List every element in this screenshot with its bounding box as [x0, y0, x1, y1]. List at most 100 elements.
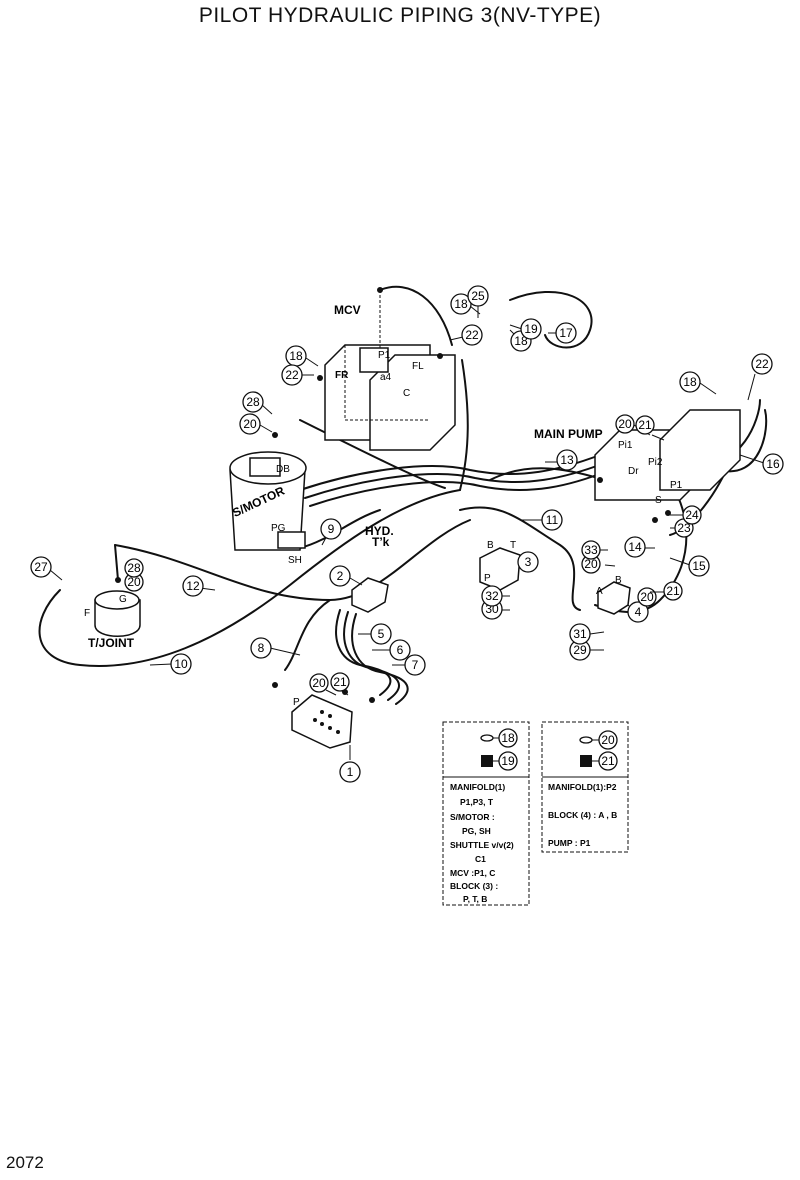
port-dr: Dr — [628, 466, 639, 477]
port-b3: B — [487, 540, 494, 551]
port-sh: SH — [288, 555, 302, 566]
svg-text:25: 25 — [471, 289, 485, 303]
legend-right: 20 21 MANIFOLD(1):P2 BLOCK (4) : A , B P… — [541, 721, 629, 853]
svg-text:20: 20 — [640, 590, 654, 604]
legend-left: 18 19 MANIFOLD(1) P1,P3, T S/MOTOR : PG,… — [442, 721, 530, 906]
svg-text:18: 18 — [514, 334, 528, 348]
port-p3: P — [484, 573, 491, 584]
callout-18d: 18 — [679, 371, 717, 395]
svg-text:24: 24 — [685, 508, 699, 522]
legend-left-line-5: SHUTTLE v/v(2) — [450, 840, 514, 850]
svg-text:20: 20 — [127, 575, 141, 589]
svg-text:14: 14 — [628, 540, 642, 554]
svg-text:13: 13 — [560, 453, 574, 467]
svg-text:2: 2 — [337, 569, 344, 583]
legend-left-line-4: PG, SH — [462, 826, 491, 836]
svg-text:18: 18 — [289, 349, 303, 363]
port-g: G — [119, 594, 127, 605]
svg-text:21: 21 — [666, 584, 680, 598]
svg-text:15: 15 — [692, 559, 706, 573]
legend-right-line-1: MANIFOLD(1):P2 — [548, 782, 617, 792]
port-a4: a4 — [380, 372, 392, 383]
svg-text:28: 28 — [246, 395, 260, 409]
legend-left-line-3: S/MOTOR : — [450, 812, 495, 822]
callout-33: 33 — [581, 540, 608, 560]
svg-text:20: 20 — [618, 417, 632, 431]
port-f: F — [84, 608, 90, 619]
callout-1: 1 — [339, 745, 361, 783]
callout-22a: 22 — [449, 324, 483, 346]
legend-left-line-1: MANIFOLD(1) — [450, 782, 505, 792]
svg-text:29: 29 — [573, 643, 587, 657]
port-s: S — [655, 495, 662, 506]
port-pi2: Pi2 — [648, 457, 663, 468]
callout-24: 24 — [670, 505, 702, 525]
mcv-valve — [317, 287, 456, 451]
port-fl: FL — [412, 361, 424, 372]
callout-18c: 18 — [285, 345, 319, 367]
svg-text:31: 31 — [573, 627, 587, 641]
legend-right-item-1: 20 — [601, 733, 615, 747]
manifold-block — [272, 682, 375, 749]
port-db: DB — [276, 464, 290, 475]
svg-text:27: 27 — [34, 560, 48, 574]
hyd-tank-label: HYD. — [365, 524, 394, 538]
svg-text:11: 11 — [546, 513, 559, 527]
turning-joint — [94, 577, 141, 637]
svg-text:22: 22 — [285, 368, 299, 382]
port-c: C — [403, 388, 410, 399]
callout-22b: 22 — [281, 364, 314, 386]
callout-25: 25 — [467, 285, 489, 318]
legend-right-item-2: 21 — [601, 754, 615, 768]
callout-28b: 28 — [124, 558, 144, 578]
block-4 — [597, 581, 631, 615]
svg-text:20: 20 — [243, 417, 257, 431]
legend-right-line-3: PUMP : P1 — [548, 838, 591, 848]
port-a4-block: A — [596, 586, 603, 597]
port-fr: FR — [335, 370, 349, 381]
svg-text:22: 22 — [465, 328, 479, 342]
legend-right-line-2: BLOCK (4) : A , B — [548, 810, 617, 820]
callout-18a: 18 — [450, 293, 481, 315]
callout-31: 31 — [569, 623, 605, 645]
callout-28a: 28 — [242, 391, 273, 415]
swing-motor — [229, 432, 307, 551]
port-b4-block: B — [615, 575, 622, 586]
legend-left-line-7: MCV :P1, C — [450, 868, 495, 878]
callout-17: 17 — [548, 322, 577, 344]
svg-text:18: 18 — [683, 375, 697, 389]
port-p1-mcv: P1 — [378, 350, 391, 361]
shuttle-valve-block — [351, 577, 389, 613]
svg-text:16: 16 — [766, 457, 780, 471]
callout-21b: 21 — [635, 415, 665, 441]
svg-text:17: 17 — [559, 326, 573, 340]
svg-text:7: 7 — [412, 658, 419, 672]
page-title: PILOT HYDRAULIC PIPING 3(NV-TYPE) — [198, 4, 602, 27]
callout-3: 3 — [517, 551, 539, 573]
legend-left-item-1: 18 — [501, 731, 515, 745]
callout-15: 15 — [669, 555, 710, 577]
callout-32: 32 — [481, 585, 510, 607]
legend-left-line-6: C1 — [475, 854, 486, 864]
main-pump — [594, 409, 741, 523]
callout-11: 11 — [520, 509, 563, 531]
callout-8: 8 — [250, 637, 301, 659]
callout-7: 7 — [392, 654, 426, 676]
svg-text:6: 6 — [397, 643, 404, 657]
main-pump-label: MAIN PUMP — [534, 427, 603, 441]
svg-text:3: 3 — [525, 555, 532, 569]
svg-text:19: 19 — [524, 322, 538, 336]
legend-left-line-8: BLOCK (3) : — [450, 881, 498, 891]
callout-5: 5 — [358, 623, 392, 645]
svg-text:20: 20 — [312, 676, 326, 690]
callout-20f: 20 — [637, 587, 657, 607]
callout-29: 29 — [569, 639, 604, 661]
svg-text:1: 1 — [347, 765, 354, 779]
port-t3: T — [510, 540, 516, 551]
svg-text:28: 28 — [127, 561, 141, 575]
callout-27: 27 — [30, 556, 63, 581]
callout-6: 6 — [372, 639, 411, 661]
callout-21c: 21 — [650, 581, 683, 601]
callout-21a: 21 — [330, 672, 350, 696]
svg-text:5: 5 — [378, 627, 385, 641]
